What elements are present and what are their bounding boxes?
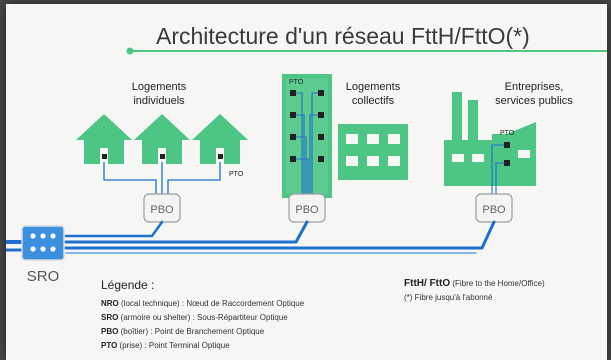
pbo-box-1: PBO	[143, 193, 181, 223]
label-collective-line2: collectifs	[352, 95, 395, 107]
tower-fiber-risers	[296, 92, 318, 194]
legend-footnote: (*) Fibre jusqu'à l'abonné	[404, 293, 493, 302]
sro-label: SRO	[27, 268, 60, 285]
apartment-tower-icon	[282, 74, 332, 198]
legend-item-nro: NRO (local technique) : Nœud de Raccorde…	[101, 299, 305, 308]
legend-ftth-definition: FttH/ FttO (Fibre to the Home/Office)	[404, 278, 545, 289]
house-pto-label: PTO	[229, 171, 244, 178]
network-diagram: Architecture d'un réseau FttH/FttO(*) Lo…	[6, 23, 607, 350]
legend-item-sro: SRO (armoire ou shelter) : Sous-Répartit…	[101, 313, 288, 322]
house-1-icon	[76, 114, 132, 164]
pbo-box-3: PBO	[475, 193, 513, 223]
enterprise-pto-label: PTO	[500, 130, 515, 137]
tower-pto-label: PTO	[289, 79, 304, 86]
legend-title: Légende :	[101, 278, 154, 292]
pbo-label-1: PBO	[150, 204, 174, 216]
label-enterprise-line1: Entreprises,	[505, 81, 564, 93]
enterprise-fiber-drops	[491, 144, 504, 194]
sro-cabinet-icon	[21, 225, 65, 261]
label-individual-line1: Logements	[132, 81, 187, 93]
house-fiber-drops	[103, 162, 221, 194]
label-collective-line1: Logements	[346, 81, 401, 93]
low-building-icon	[338, 124, 408, 180]
legend-item-pto: PTO (prise) : Point Terminal Optique	[101, 341, 230, 350]
label-individual-line2: individuels	[133, 95, 185, 107]
infographic-page: Architecture d'un réseau FttH/FttO(*) Lo…	[6, 4, 607, 360]
house-3-icon	[192, 114, 248, 164]
label-enterprise-line2: services publics	[495, 95, 573, 107]
pbo-label-3: PBO	[482, 204, 506, 216]
pbo-box-2: PBO	[288, 193, 326, 223]
diagram-title: Architecture d'un réseau FttH/FttO(*)	[156, 23, 530, 49]
pbo-label-2: PBO	[295, 204, 319, 216]
factory-icon	[444, 92, 536, 186]
house-2-icon	[134, 114, 190, 164]
feeder-fiber-bundle	[6, 220, 496, 254]
legend-item-pbo: PBO (boîtier) : Point de Branchement Opt…	[101, 327, 265, 336]
